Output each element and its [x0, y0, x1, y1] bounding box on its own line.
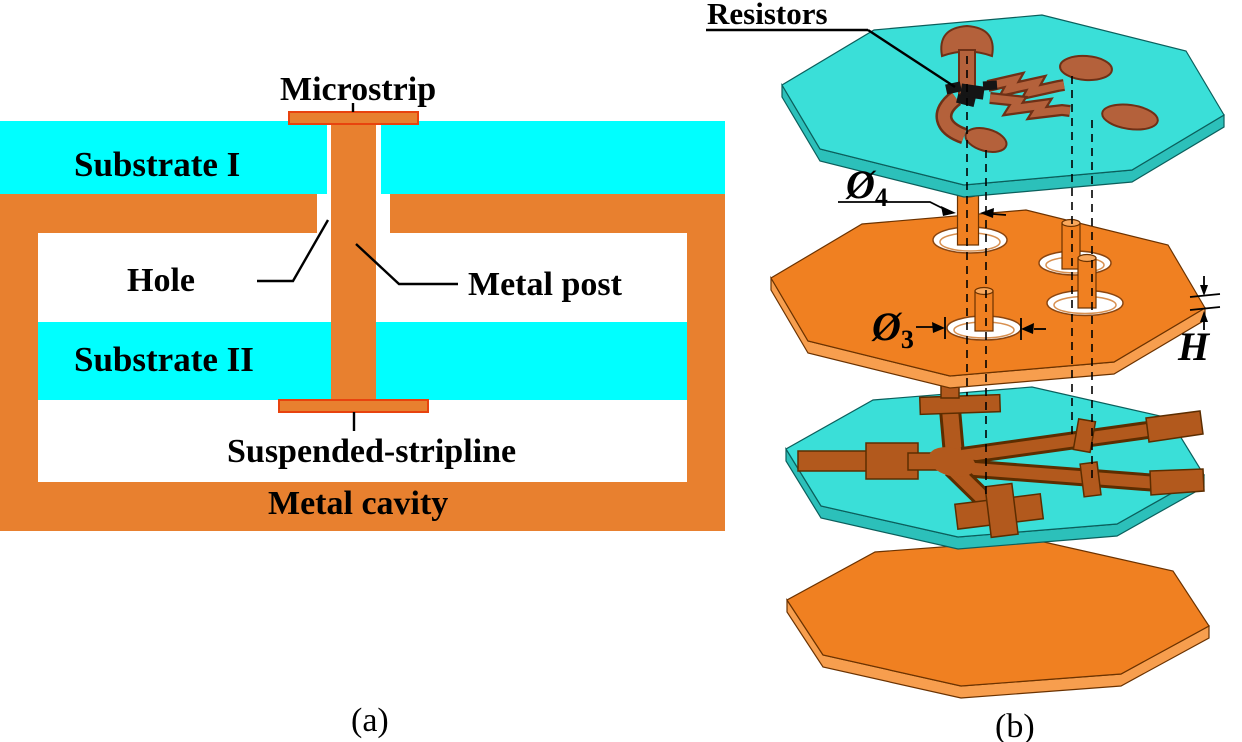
divider-plate — [785, 384, 1205, 550]
dia4-label: Ø4 — [845, 162, 888, 212]
suspended-stripline-bar — [278, 399, 429, 413]
panel-b: Resistors Ø4 Ø3 — [706, 0, 1225, 742]
top-resistor-plate — [781, 14, 1225, 198]
dia3-label: Ø3 — [871, 304, 914, 354]
resistors-label: Resistors — [707, 0, 828, 31]
microstrip-line — [288, 111, 419, 125]
dia3-dimension: Ø3 — [871, 304, 1046, 354]
microstrip-label: Microstrip — [280, 71, 436, 108]
caption-a: (a) — [351, 702, 389, 739]
hole-leader — [257, 219, 330, 283]
substrate-1-right — [381, 121, 725, 194]
hole-label: Hole — [127, 262, 195, 299]
resistor-network-traces — [935, 24, 1159, 153]
panel-a: Microstrip Substrate I Hole Metal post S… — [0, 71, 725, 739]
metal-cavity-label: Metal cavity — [268, 485, 448, 522]
base-plate-top — [786, 539, 1210, 687]
substrate-1-label: Substrate I — [74, 145, 240, 184]
cavity-left-wall — [0, 194, 38, 531]
cavity-top-band-right — [390, 194, 725, 233]
metal-post-leader — [355, 243, 458, 286]
post-plate — [770, 188, 1206, 389]
cavity-bottom — [0, 482, 725, 531]
substrate-1-left — [0, 121, 327, 194]
metal-pin-b — [1061, 218, 1081, 270]
metal-pin-c — [1077, 253, 1097, 309]
metal-pin-d — [974, 286, 994, 332]
suspended-stripline-label: Suspended-stripline — [227, 433, 516, 470]
substrate-2-label: Substrate II — [74, 340, 254, 379]
cavity-top-band-left — [0, 194, 317, 233]
base-plate — [786, 539, 1210, 699]
metal-pin-a — [956, 188, 980, 246]
caption-b: (b) — [995, 708, 1035, 742]
resistors-callout: Resistors — [706, 0, 956, 89]
divider-traces — [797, 384, 1205, 539]
alignment-dashed-lines — [966, 56, 1093, 500]
cavity-right-wall — [687, 194, 725, 531]
dia4-dimension: Ø4 — [838, 162, 1007, 218]
h-label: H — [1177, 324, 1211, 369]
metal-post-label: Metal post — [468, 266, 623, 303]
h-dimension: H — [1177, 276, 1221, 369]
